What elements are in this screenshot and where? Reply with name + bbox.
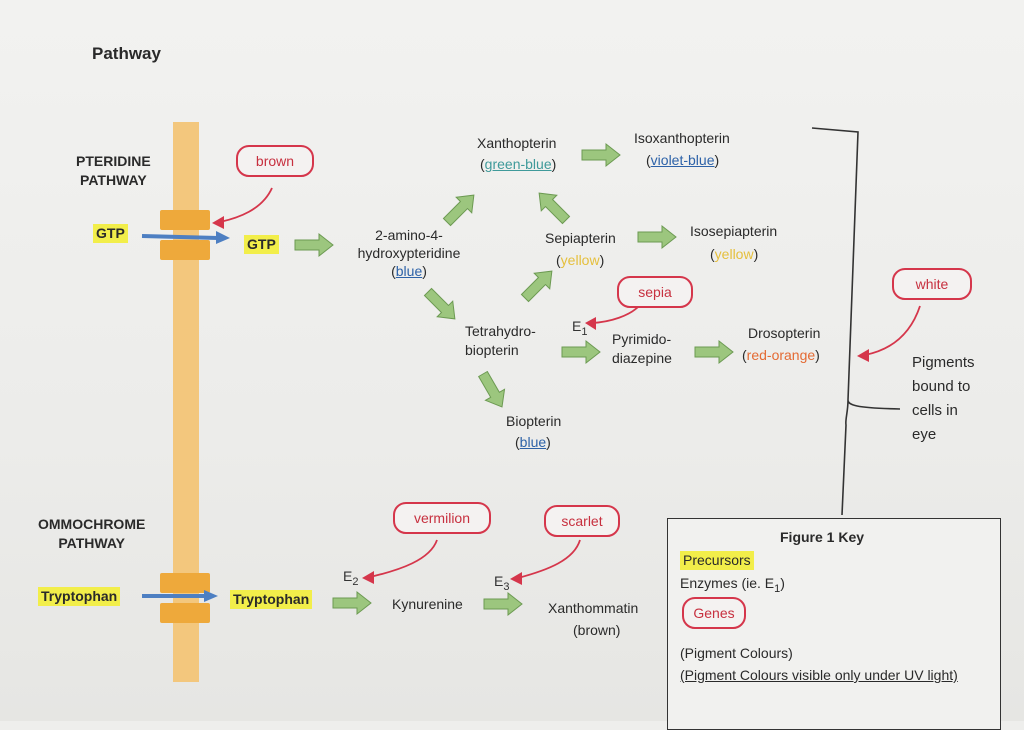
compound-isosepiapterin: Isosepiapterin <box>690 223 778 239</box>
color-xanthommatin: (brown) <box>573 622 621 638</box>
compound-drosopterin: Drosopterin <box>748 325 821 341</box>
arrow-tetrahydro-to-biopterin <box>472 368 513 413</box>
brown-gene-arrow <box>219 187 273 223</box>
arrow-tetrahydro-to-pyrimido <box>561 340 601 364</box>
compound-xanthopterin: Xanthopterin <box>477 135 557 151</box>
key-pigment-uv: (Pigment Colours visible only under UV l… <box>680 667 958 683</box>
gene-vermilion: vermilion <box>393 502 491 534</box>
arrow-xanthopterin-to-isoxanthopterin <box>581 143 621 167</box>
gene-brown: brown <box>236 145 314 177</box>
enzyme-e3: E3 <box>494 573 510 593</box>
tryptophan-channel-bottom <box>160 603 210 623</box>
tryptophan-transport-arrow <box>142 590 218 602</box>
white-gene-arrow <box>864 305 921 356</box>
ommochrome-pathway-label: OMMOCHROME PATHWAY <box>38 516 146 551</box>
gtp-outside: GTP <box>93 224 128 243</box>
arrow-gtp-to-amino <box>294 233 334 257</box>
arrow-tryptophan-to-kynurenine <box>332 591 372 615</box>
key-enzymes: Enzymes (ie. E1) <box>680 575 785 595</box>
tryptophan-channel-top <box>160 573 210 593</box>
compound-pyrimidodiazepine: Pyrimido- diazepine <box>612 331 672 366</box>
figure-key: Figure 1 Key Precursors Enzymes (ie. E1)… <box>667 518 1001 730</box>
gtp-channel-top <box>160 210 210 230</box>
key-genes: Genes <box>682 597 746 629</box>
page-title: Pathway <box>92 44 161 63</box>
compound-tetrahydrobiopterin: Tetrahydro- biopterin <box>465 323 536 358</box>
color-sepiapterin: (yellow) <box>556 252 605 268</box>
compound-sepiapterin: Sepiapterin <box>545 230 616 246</box>
enzyme-e1: E1 <box>572 318 588 338</box>
compound-kynurenine: Kynurenine <box>392 596 463 612</box>
key-pigment-colours: (Pigment Colours) <box>680 645 793 661</box>
arrow-sepiapterin-to-isosepiapterin <box>637 225 677 249</box>
compound-amino-hydroxypteridine: 2-amino-4- hydroxypteridine <box>357 227 461 261</box>
key-title: Figure 1 Key <box>780 529 865 545</box>
gene-scarlet: scarlet <box>544 505 620 537</box>
compound-biopterin: Biopterin <box>506 413 562 429</box>
compound-xanthommatin: Xanthommatin <box>548 600 639 616</box>
color-isosepiapterin: (yellow) <box>710 246 759 262</box>
scarlet-gene-arrow <box>517 539 581 579</box>
vermilion-gene-arrow <box>369 539 438 578</box>
color-drosopterin: (red-orange) <box>742 347 820 363</box>
pigment-bracket <box>811 127 901 516</box>
tryptophan-inside: Tryptophan <box>230 590 313 609</box>
arrow-sepiapterin-to-xanthopterin <box>530 184 575 229</box>
color-biopterin: (blue) <box>515 434 551 450</box>
arrow-kynurenine-to-xanthommatin <box>483 592 523 616</box>
arrow-pyrimido-to-drosopterin <box>694 340 734 364</box>
gene-sepia: sepia <box>617 276 693 308</box>
color-xanthopterin: (green-blue) <box>480 156 557 172</box>
pigments-note: Pigments bound to cells in eye <box>912 354 975 443</box>
arrow-tetrahydro-to-sepiapterin <box>516 262 561 307</box>
gtp-transport-arrow <box>141 231 230 244</box>
color-amino: (blue) <box>391 263 427 279</box>
tryptophan-outside: Tryptophan <box>38 587 121 606</box>
pteridine-pathway-label: PTERIDINE PATHWAY <box>76 153 151 188</box>
gtp-channel-bottom <box>160 240 210 260</box>
arrow-amino-to-xanthopterin <box>438 186 483 231</box>
compound-isoxanthopterin: Isoxanthopterin <box>634 130 730 146</box>
gene-white: white <box>892 268 972 300</box>
cell-membrane <box>160 122 210 682</box>
arrow-amino-to-tetrahydro <box>419 283 464 328</box>
enzyme-e2: E2 <box>343 568 359 588</box>
gtp-inside: GTP <box>244 235 279 254</box>
key-precursors: Precursors <box>680 551 754 570</box>
color-isoxanthopterin: (violet-blue) <box>646 152 720 168</box>
